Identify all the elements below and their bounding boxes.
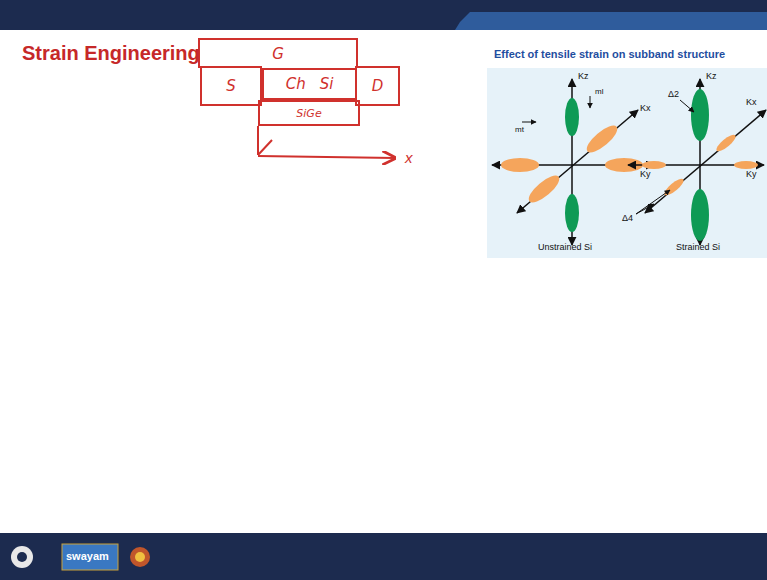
leader-line [522, 122, 536, 123]
sketch-line [258, 140, 272, 155]
figure-label: Δ4 [622, 214, 633, 224]
x-axis-arrow [258, 156, 395, 158]
sketch-label: G [272, 45, 284, 63]
figure-label: Kx [640, 104, 651, 114]
logo [17, 552, 27, 562]
figure-label: Unstrained Si [538, 243, 592, 253]
valley-ellipse [662, 176, 686, 198]
valley-ellipse [734, 161, 758, 169]
leader-line [590, 96, 591, 108]
valley-ellipse [583, 121, 621, 156]
axis-label: x [405, 150, 413, 167]
slide-title: Strain Engineering [22, 42, 200, 64]
logo-text: swayam [66, 550, 109, 562]
figure-label: ml [595, 88, 603, 97]
top-bar [0, 0, 767, 30]
sketch-box: S [200, 66, 262, 106]
figure-label: mt [515, 126, 524, 135]
sketch-line [257, 126, 259, 155]
valley-ellipse [714, 132, 738, 154]
leader-line [680, 100, 694, 112]
sketch-label: S [226, 77, 236, 95]
swayam-logo [62, 544, 118, 570]
valley-ellipse [642, 161, 666, 169]
valley-ellipse [525, 171, 563, 206]
figure-label: Kz [706, 72, 717, 82]
figure-label: Kz [578, 72, 589, 82]
logo [135, 552, 145, 562]
figure-label: Effect of tensile strain on subband stru… [494, 48, 725, 60]
valley-ellipse [565, 98, 579, 136]
sketch-label: Si [320, 75, 334, 93]
sketch-box: G [198, 38, 358, 68]
valley-ellipse [501, 158, 539, 172]
valley-ellipse [691, 89, 709, 141]
valley-ellipse [691, 189, 709, 241]
sketch-box: Ch Si [262, 68, 357, 100]
figure-label: Kx [746, 98, 757, 108]
sketch-label: D [372, 77, 384, 95]
leader-line [636, 190, 670, 214]
sketch-box: D [355, 66, 400, 106]
figure-label: Strained Si [676, 243, 720, 253]
sketch-box: SiGe [258, 100, 360, 126]
logo [130, 547, 150, 567]
figure-label: Ky [746, 170, 757, 180]
logo [11, 546, 33, 568]
top-accent [455, 12, 767, 30]
valley-ellipse [565, 194, 579, 232]
figure-panel [487, 68, 767, 258]
figure-label: Δ2 [668, 90, 679, 100]
sketch-label: Ch [286, 75, 306, 93]
sketch-label: SiGe [296, 107, 321, 120]
figure-label: Ky [640, 170, 651, 180]
bottom-bar [0, 533, 767, 580]
